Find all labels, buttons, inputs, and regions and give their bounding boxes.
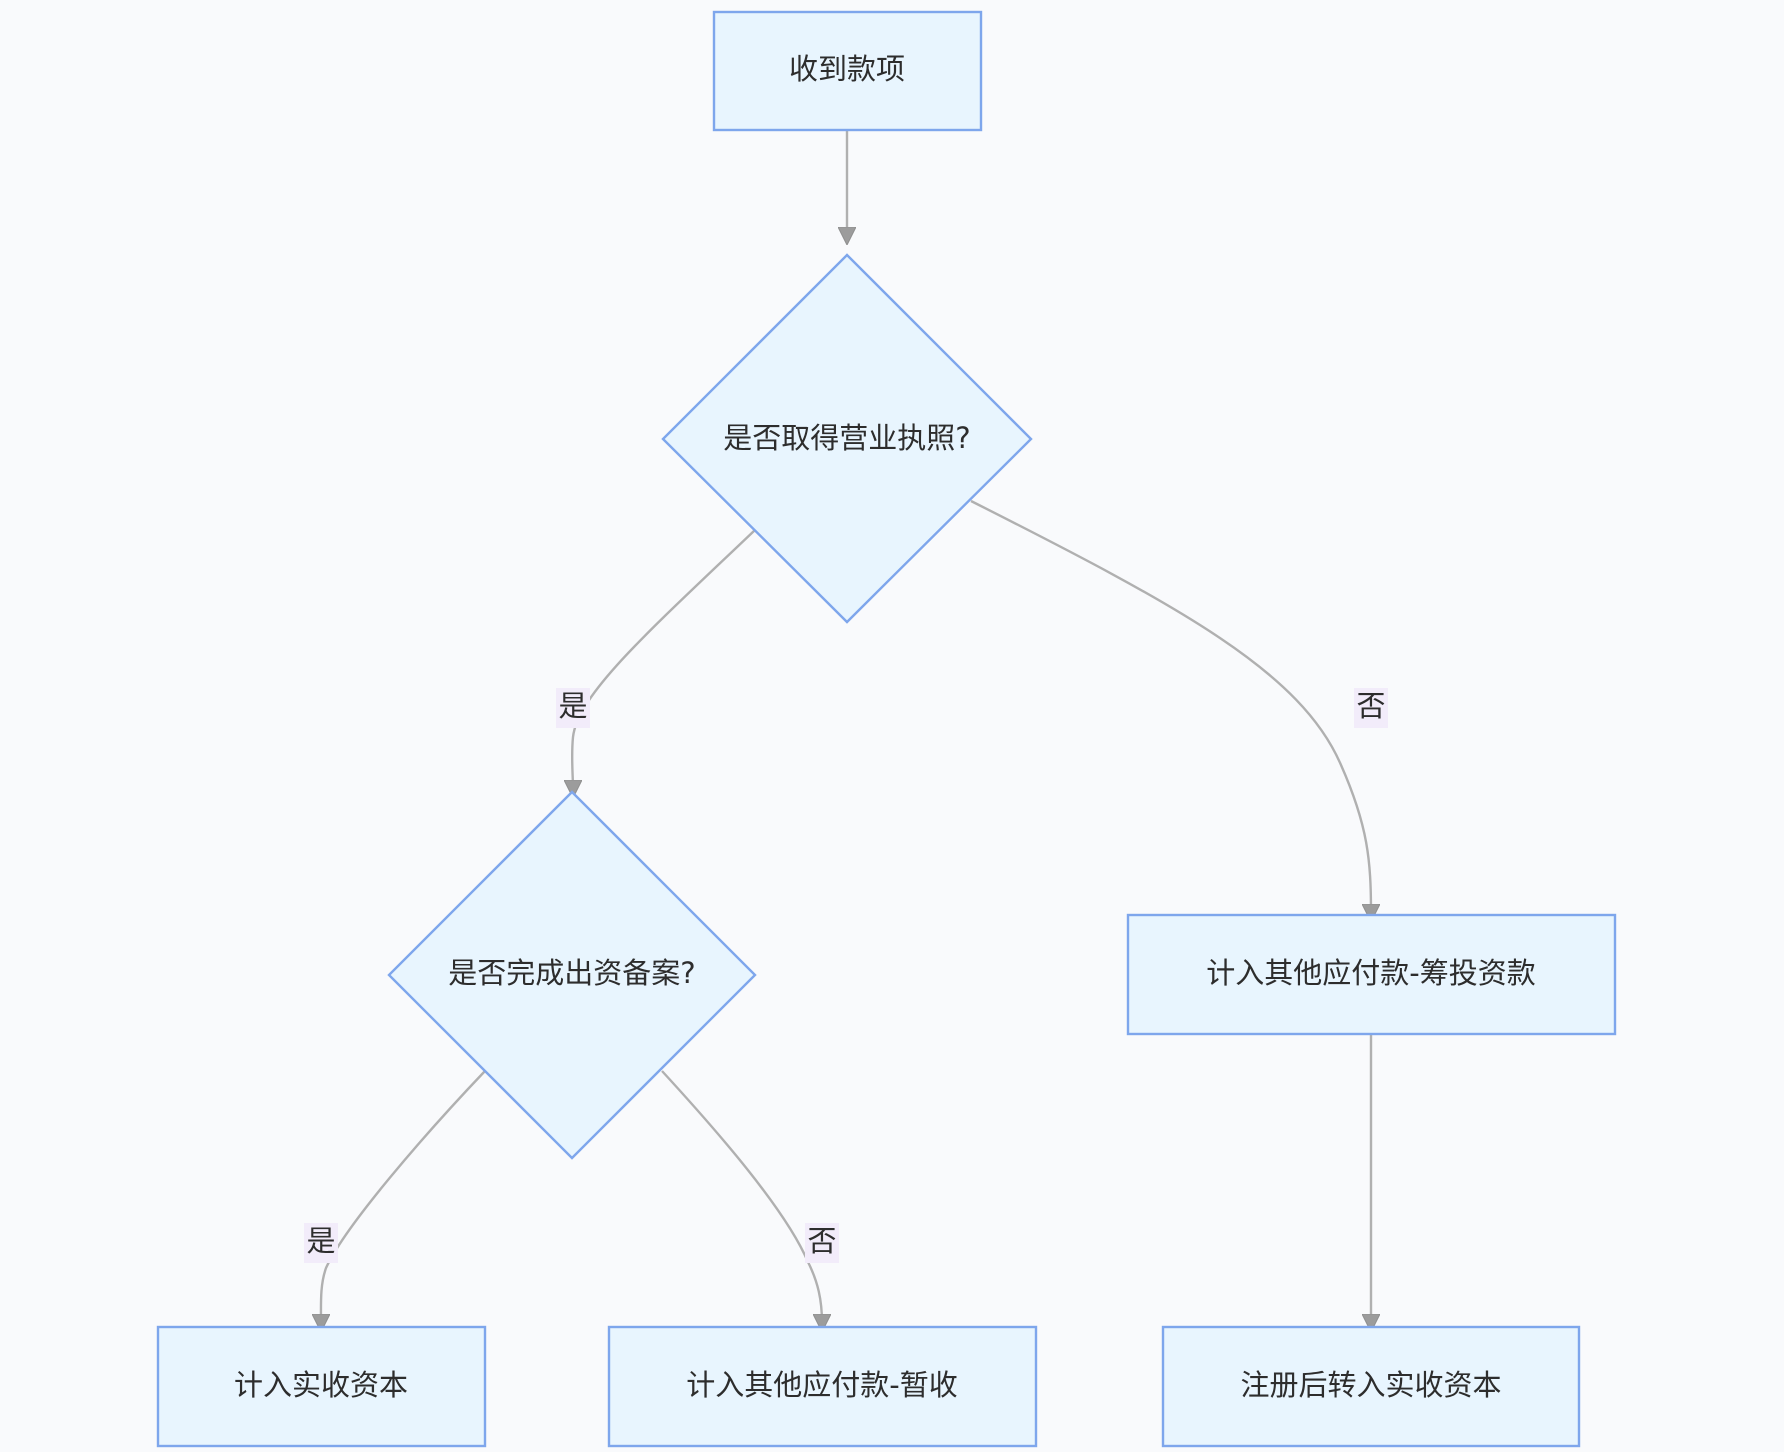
node-other-payable-temp: 计入其他应付款-暂收	[607, 1325, 1038, 1448]
edge-license-yes	[572, 529, 756, 789]
node-transfer-after-registration: 注册后转入实收资本	[1161, 1325, 1581, 1448]
decision-filing-label: 是否完成出资备案?	[448, 956, 695, 990]
node-receive: 收到款项	[712, 10, 983, 132]
node-paid-in-capital-label: 计入实收资本	[234, 1368, 408, 1402]
node-paid-in-capital: 计入实收资本	[156, 1325, 487, 1448]
edge-label-license-yes-text: 是	[558, 689, 587, 723]
edge-label-filing-no: 否	[805, 1223, 839, 1263]
node-other-payable-raise: 计入其他应付款-筹投资款	[1126, 913, 1617, 1036]
edge-label-filing-yes-text: 是	[306, 1224, 335, 1258]
node-transfer-after-registration-label: 注册后转入实收资本	[1240, 1368, 1501, 1402]
decision-license-label: 是否取得营业执照?	[723, 421, 970, 455]
decision-filing: 是否完成出资备案?	[387, 790, 757, 1160]
node-receive-label: 收到款项	[789, 52, 905, 86]
node-other-payable-raise-label: 计入其他应付款-筹投资款	[1206, 956, 1535, 990]
edge-filing-no	[661, 1070, 822, 1323]
edge-label-filing-yes: 是	[304, 1223, 338, 1263]
node-other-payable-temp-label: 计入其他应付款-暂收	[686, 1368, 957, 1402]
edge-label-license-no: 否	[1354, 688, 1388, 728]
edge-filing-yes	[321, 1070, 486, 1323]
edge-label-filing-no-text: 否	[807, 1224, 836, 1258]
edge-label-license-no-text: 否	[1356, 689, 1385, 723]
edge-license-no	[970, 499, 1371, 913]
edge-label-license-yes: 是	[556, 688, 590, 728]
decision-license: 是否取得营业执照?	[661, 253, 1033, 624]
